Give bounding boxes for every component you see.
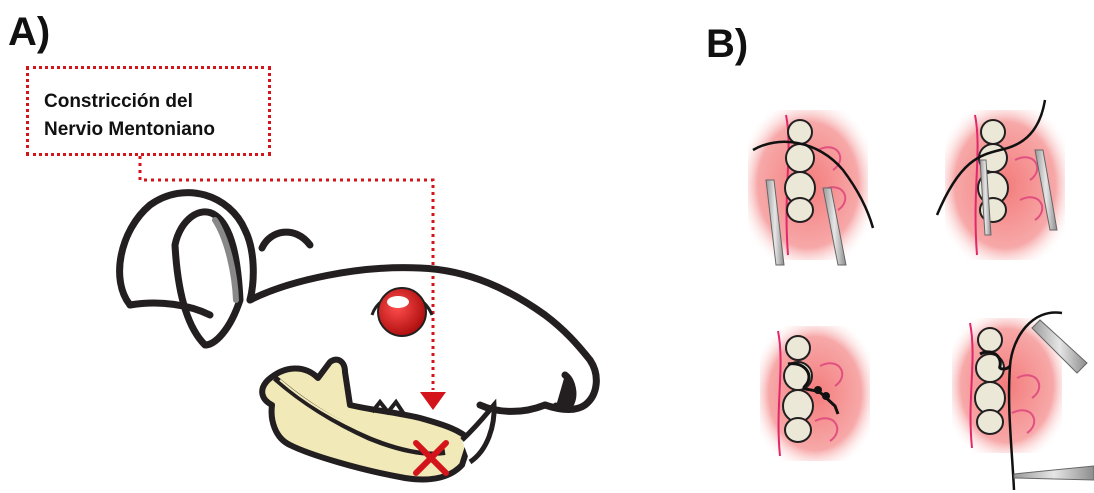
rat-eye bbox=[372, 288, 432, 336]
arrow-head-icon bbox=[420, 392, 446, 410]
panel-b-step-1 bbox=[748, 110, 873, 265]
rat-head bbox=[120, 193, 597, 412]
panel-b-step-4 bbox=[952, 312, 1094, 490]
panel-b-step-2 bbox=[937, 100, 1065, 260]
rat-mandible bbox=[262, 360, 494, 480]
panel-b-step-3 bbox=[760, 326, 870, 461]
